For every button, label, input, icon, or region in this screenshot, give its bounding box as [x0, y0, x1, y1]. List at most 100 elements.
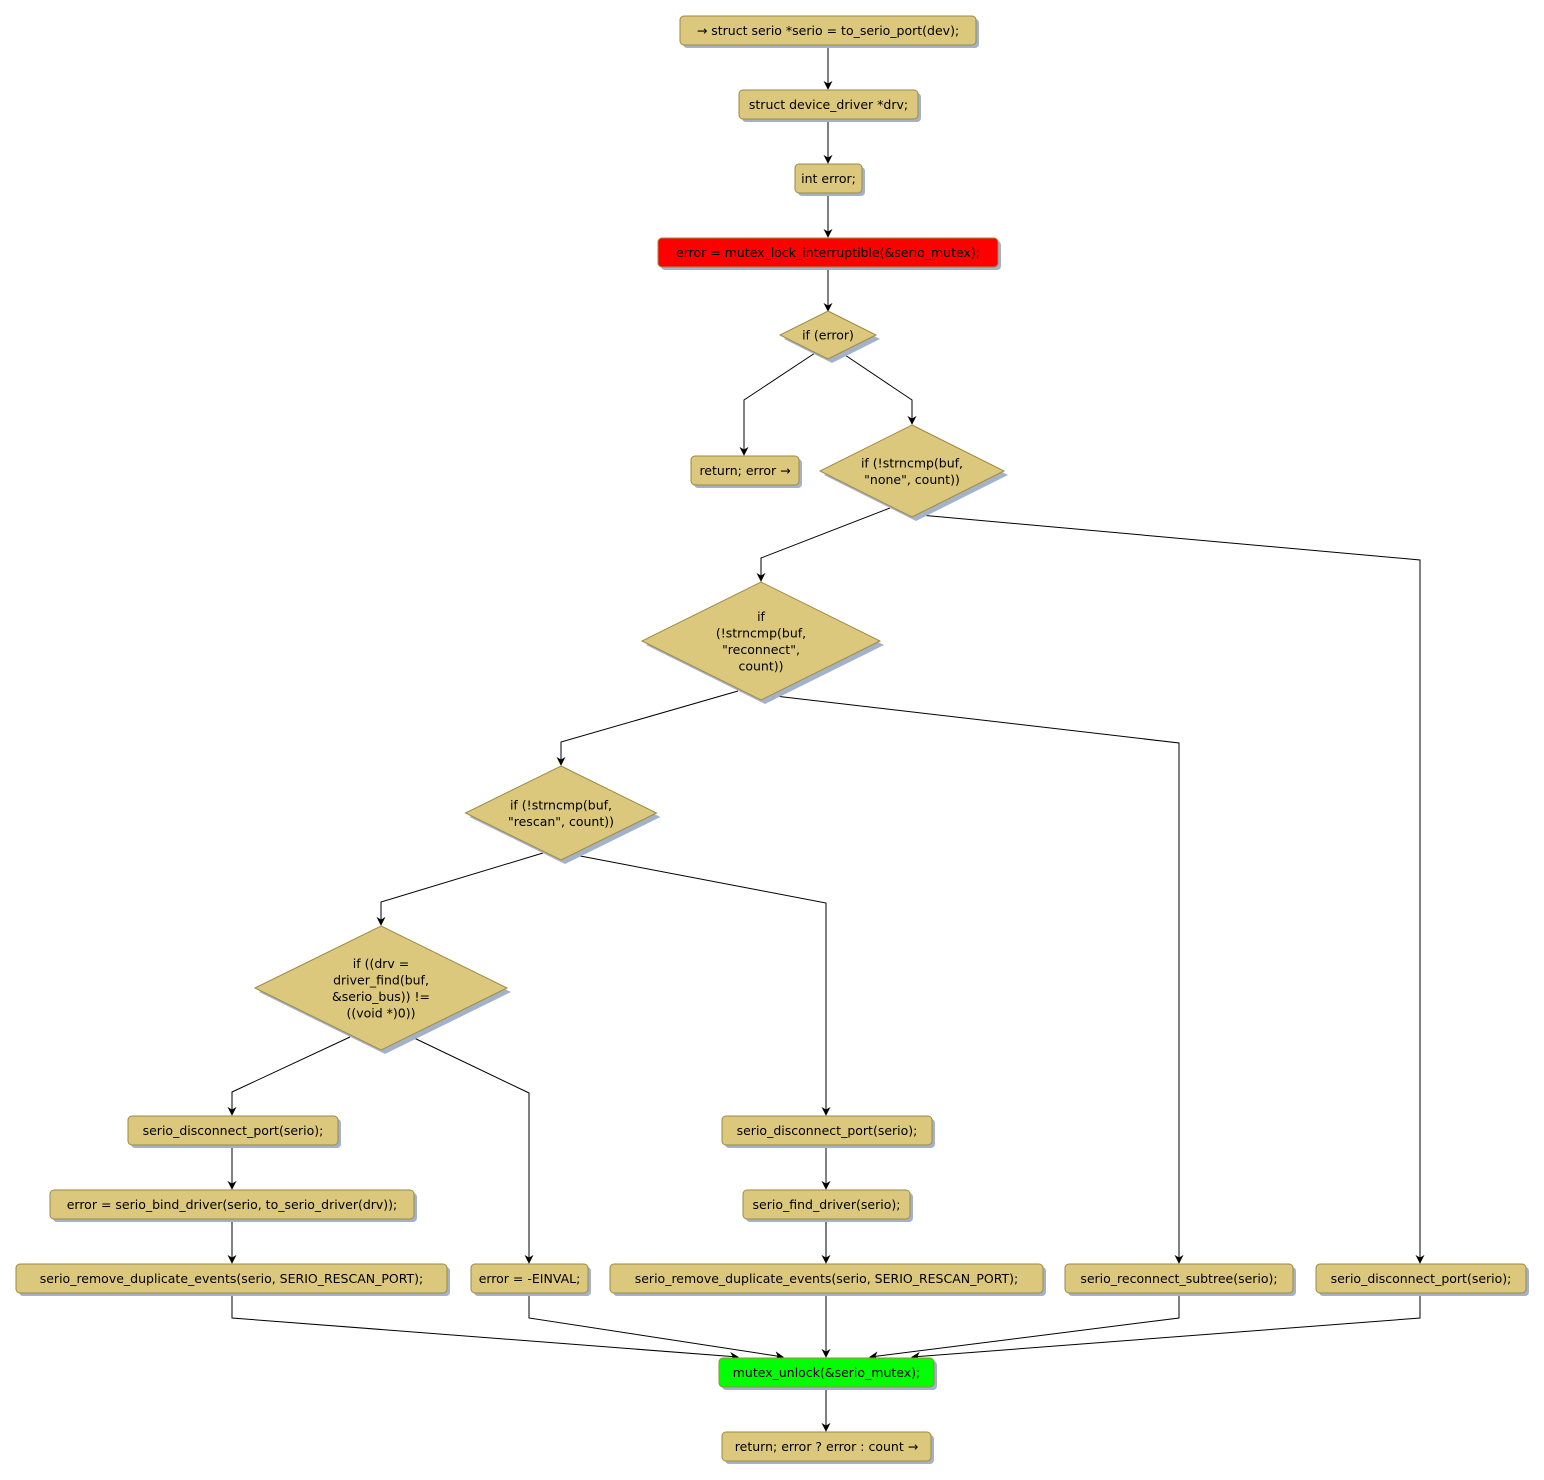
node-label-line: struct device_driver *drv; — [749, 97, 908, 112]
node-label: mutex_unlock(&serio_mutex); — [733, 1365, 921, 1380]
node-if-none[interactable]: if (!strncmp(buf, "none", count)) — [818, 424, 1008, 521]
node-label: serio_remove_duplicate_events(serio, SER… — [40, 1271, 424, 1286]
node-label: serio_disconnect_port(serio); — [737, 1123, 918, 1138]
node-label-line: if ((drv = — [353, 956, 410, 971]
node-remove-dup-a[interactable]: serio_remove_duplicate_events(serio, SER… — [15, 1263, 450, 1296]
node-label-line: error = mutex_lock_interruptible(&serio_… — [676, 245, 980, 260]
node-label-line: (!strncmp(buf, — [716, 625, 806, 640]
node-label-line: "reconnect", — [722, 642, 800, 657]
decision-diamond — [640, 581, 882, 701]
nodes: → struct serio *serio = to_serio_port(de… — [15, 15, 1529, 1464]
node-label-line: serio_find_driver(serio); — [753, 1197, 901, 1212]
node-label-line: → struct serio *serio = to_serio_port(de… — [697, 23, 959, 38]
node-label: error = mutex_lock_interruptible(&serio_… — [676, 245, 980, 260]
node-return-error[interactable]: return; error → — [690, 455, 802, 488]
node-label-line: serio_remove_duplicate_events(serio, SER… — [635, 1271, 1019, 1286]
node-label: → struct serio *serio = to_serio_port(de… — [697, 23, 959, 38]
node-label: if (!strncmp(buf, "none", count)) — [861, 455, 963, 487]
process-box — [657, 237, 999, 268]
flow-arrow — [841, 352, 917, 425]
node-label-line: error = -EINVAL; — [479, 1271, 581, 1286]
node-label: int error; — [801, 171, 856, 186]
process-box — [690, 455, 800, 486]
node-label: serio_reconnect_subtree(serio); — [1080, 1271, 1277, 1286]
flow-arrow — [774, 695, 1184, 1264]
flow-arrow — [911, 1293, 1421, 1361]
node-label-line: if (error) — [802, 328, 854, 343]
node-label-line: error = serio_bind_driver(serio, to_seri… — [67, 1197, 398, 1212]
node-label-line: ((void *)0)) — [346, 1005, 415, 1020]
node-label-line: serio_disconnect_port(serio); — [737, 1123, 918, 1138]
node-label: return; error → — [699, 463, 790, 478]
node-start[interactable]: → struct serio *serio = to_serio_port(de… — [679, 15, 979, 48]
node-einval[interactable]: error = -EINVAL; — [470, 1263, 591, 1296]
node-bind-driver[interactable]: error = serio_bind_driver(serio, to_seri… — [49, 1189, 417, 1222]
process-box — [742, 1189, 911, 1220]
node-label-line: if (!strncmp(buf, — [510, 797, 612, 812]
decision-diamond — [464, 765, 658, 861]
node-if-driver-find[interactable]: if ((drv =driver_find(buf, &serio_bus)) !… — [253, 925, 511, 1054]
node-disconnect-c[interactable]: serio_disconnect_port(serio); — [1315, 1263, 1529, 1296]
flow-arrow — [739, 352, 816, 456]
node-label-line: if (!strncmp(buf, — [861, 455, 963, 470]
node-decl-drv[interactable]: struct device_driver *drv; — [738, 89, 921, 122]
node-label: serio_find_driver(serio); — [753, 1197, 901, 1212]
node-remove-dup-b[interactable]: serio_remove_duplicate_events(serio, SER… — [609, 1263, 1046, 1296]
node-if-rescan[interactable]: if (!strncmp(buf, "rescan", count)) — [464, 765, 661, 864]
process-box — [1315, 1263, 1527, 1294]
flow-arrow — [528, 1293, 784, 1361]
process-box — [718, 1357, 935, 1388]
node-return-final[interactable]: return; error ? error : count → — [721, 1431, 934, 1464]
node-label-line: "rescan", count)) — [508, 814, 614, 829]
node-label-line: if — [757, 609, 765, 624]
process-box — [127, 1115, 339, 1146]
node-label: if (!strncmp(buf, "rescan", count)) — [508, 797, 614, 829]
flow-arrow — [227, 1036, 351, 1116]
node-label: serio_disconnect_port(serio); — [1331, 1271, 1512, 1286]
node-label-line: serio_remove_duplicate_events(serio, SER… — [40, 1271, 424, 1286]
node-find-driver[interactable]: serio_find_driver(serio); — [742, 1189, 913, 1222]
node-label: if ((drv =driver_find(buf, &serio_bus)) !… — [332, 956, 430, 1021]
flow-arrow — [556, 690, 739, 766]
node-label-line: serio_reconnect_subtree(serio); — [1080, 1271, 1277, 1286]
node-label: serio_remove_duplicate_events(serio, SER… — [635, 1271, 1019, 1286]
process-box — [679, 15, 977, 46]
node-unlock[interactable]: mutex_unlock(&serio_mutex); — [718, 1357, 937, 1390]
node-label-line: "none", count)) — [864, 472, 960, 487]
node-label-line: mutex_unlock(&serio_mutex); — [733, 1365, 921, 1380]
node-disconnect-b[interactable]: serio_disconnect_port(serio); — [721, 1115, 935, 1148]
flow-arrow — [869, 1293, 1180, 1361]
node-label: serio_disconnect_port(serio); — [143, 1123, 324, 1138]
process-box — [721, 1431, 932, 1462]
flow-arrow — [411, 1036, 534, 1264]
node-label: if(!strncmp(buf, "reconnect",count)) — [716, 609, 806, 674]
node-label-line: &serio_bus)) != — [332, 989, 430, 1004]
node-label-line: driver_find(buf, — [333, 972, 429, 987]
node-if-error[interactable]: if (error) — [778, 310, 880, 363]
node-label-line: return; error → — [699, 463, 790, 478]
edges — [227, 45, 1425, 1432]
node-label-line: serio_disconnect_port(serio); — [143, 1123, 324, 1138]
flow-arrow — [231, 1293, 739, 1361]
node-lock[interactable]: error = mutex_lock_interruptible(&serio_… — [657, 237, 1001, 270]
flow-arrow — [756, 507, 891, 582]
node-label: error = serio_bind_driver(serio, to_seri… — [67, 1197, 398, 1212]
node-label: struct device_driver *drv; — [749, 97, 908, 112]
decision-diamond — [253, 925, 509, 1051]
node-label: return; error ? error : count → — [735, 1439, 918, 1454]
flow-arrow — [574, 854, 831, 1116]
node-label-line: int error; — [801, 171, 856, 186]
node-label-line: return; error ? error : count → — [735, 1439, 918, 1454]
process-box — [1064, 1263, 1294, 1294]
node-disconnect-a[interactable]: serio_disconnect_port(serio); — [127, 1115, 341, 1148]
flow-arrow — [919, 514, 1425, 1264]
node-reconnect-subtree[interactable]: serio_reconnect_subtree(serio); — [1064, 1263, 1296, 1296]
node-label-line: serio_disconnect_port(serio); — [1331, 1271, 1512, 1286]
node-if-reconnect[interactable]: if(!strncmp(buf, "reconnect",count)) — [640, 581, 884, 704]
process-box — [738, 89, 919, 120]
process-box — [721, 1115, 933, 1146]
node-decl-error[interactable]: int error; — [794, 163, 865, 196]
node-label-line: count)) — [738, 658, 783, 673]
process-box — [49, 1189, 415, 1220]
